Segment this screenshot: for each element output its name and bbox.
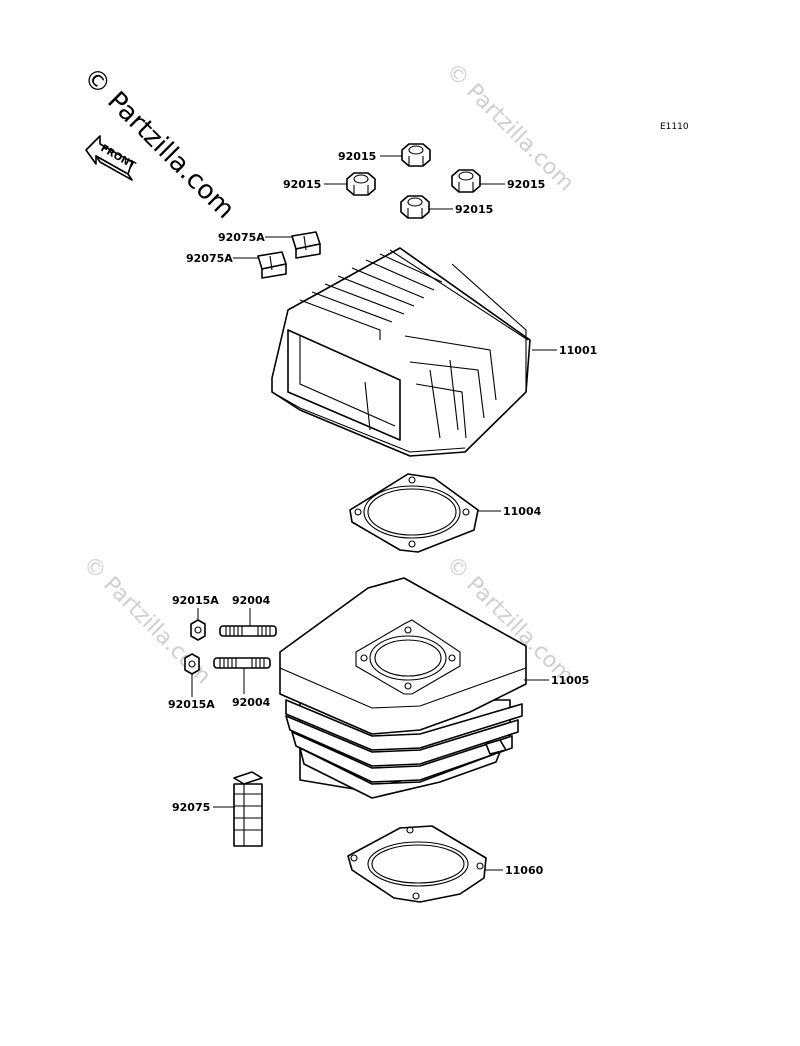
nut-a-upper-icon (190, 619, 206, 641)
label-nut-a-upper: 92015A (172, 594, 219, 607)
damper-a-upper-icon (291, 231, 321, 259)
label-stud-lower: 92004 (232, 696, 271, 709)
label-cylinder: 11005 (551, 674, 589, 687)
label-cylinder-head: 11001 (559, 344, 597, 357)
front-arrow-icon: FRONT (85, 135, 137, 181)
watermark-main: © Partzilla.com (77, 62, 240, 225)
diagram-code: E1110 (660, 122, 689, 132)
label-nut-a-lower: 92015A (168, 698, 215, 711)
nut-a-lower-icon (184, 653, 200, 675)
label-damper-a-upper: 92075A (218, 231, 265, 244)
cap-nut-right-icon (451, 169, 481, 193)
label-cap-nut-bottom: 92015 (455, 203, 493, 216)
base-gasket-icon (347, 825, 487, 903)
cap-nut-bottom-icon (400, 195, 430, 219)
label-damper: 92075 (172, 801, 210, 814)
label-cap-nut-top: 92015 (338, 150, 376, 163)
label-cap-nut-right: 92015 (507, 178, 545, 191)
cap-nut-top-icon (401, 143, 431, 167)
damper-a-lower-icon (257, 251, 287, 279)
cylinder-head-icon (271, 247, 531, 457)
damper-icon (233, 771, 263, 847)
stud-lower-icon (213, 657, 271, 669)
label-head-gasket: 11004 (503, 505, 542, 518)
label-damper-a-lower: 92075A (186, 252, 233, 265)
stud-upper-icon (219, 625, 277, 637)
label-stud-upper: 92004 (232, 594, 271, 607)
cap-nut-left-icon (346, 172, 376, 196)
cylinder-icon (279, 577, 527, 799)
head-gasket-icon (349, 473, 479, 553)
label-base-gasket: 11060 (505, 864, 544, 877)
label-cap-nut-left: 92015 (283, 178, 321, 191)
